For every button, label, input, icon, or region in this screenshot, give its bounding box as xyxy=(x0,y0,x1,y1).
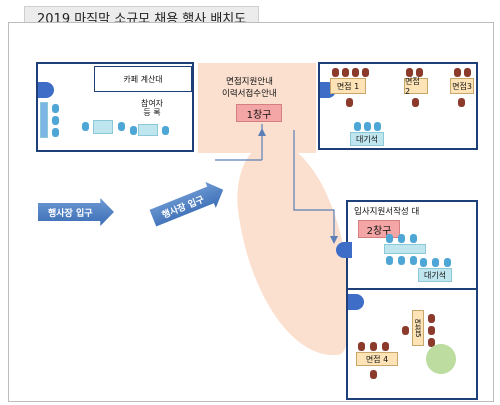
chair xyxy=(342,68,349,77)
register-label: 참여자 등 록 xyxy=(140,99,164,117)
chair xyxy=(362,68,369,77)
chair xyxy=(364,122,371,131)
cafe-door xyxy=(38,82,54,98)
interview-1-table: 면접 1 xyxy=(330,78,366,94)
chair xyxy=(346,98,353,107)
chair xyxy=(428,326,435,335)
cafe-bench xyxy=(40,102,48,138)
chair xyxy=(428,338,435,347)
chair xyxy=(118,122,125,131)
interview-room-b-door xyxy=(348,294,364,310)
chair xyxy=(162,126,169,135)
cafe-room: 카페 계산대 참여자 등 록 xyxy=(36,62,194,152)
guide-label-1: 면접지원안내 xyxy=(226,77,273,87)
waiting-area-1: 대기석 xyxy=(350,132,384,146)
interview-5-table: 면접5 xyxy=(412,310,424,346)
interview-room-a: 면접 1 면접 2 면접3 대기석 xyxy=(318,62,478,150)
chair xyxy=(444,258,451,267)
resume-desk-label: 입사지원서작성 대 xyxy=(354,207,420,217)
cafe-counter: 카페 계산대 xyxy=(94,66,192,92)
chair xyxy=(412,98,419,107)
chair xyxy=(332,68,339,77)
chair xyxy=(52,128,59,137)
chair xyxy=(386,256,393,265)
register-table xyxy=(138,124,158,136)
chair xyxy=(398,256,405,265)
chair xyxy=(82,122,89,131)
chair xyxy=(52,104,59,113)
chair xyxy=(454,68,461,77)
chair xyxy=(374,122,381,131)
chair xyxy=(402,326,409,335)
interview-3-table: 면접3 xyxy=(450,78,474,94)
chair xyxy=(398,234,405,243)
chair xyxy=(410,256,417,265)
cafe-table xyxy=(93,120,113,134)
interview-4-table: 면접 4 xyxy=(356,352,398,366)
resume-room: 입사지원서작성 대 2창구 대기석 면접5 면접 4 xyxy=(336,200,478,400)
chair xyxy=(370,370,377,379)
waiting-area-2: 대기석 xyxy=(418,268,452,282)
chair xyxy=(52,116,59,125)
resume-writing-table xyxy=(384,244,426,254)
chair xyxy=(410,234,417,243)
resume-room-door xyxy=(336,242,352,258)
chair xyxy=(420,258,427,267)
guide-label-2: 이력서접수안내 xyxy=(222,89,277,99)
chair xyxy=(428,314,435,323)
chair xyxy=(130,126,137,135)
chair xyxy=(432,258,439,267)
chair xyxy=(382,342,389,351)
chair xyxy=(370,342,377,351)
chair xyxy=(354,122,361,131)
chair xyxy=(386,234,393,243)
chair xyxy=(358,342,365,351)
window-1: 1창구 xyxy=(236,104,282,122)
chair xyxy=(458,98,465,107)
chair xyxy=(464,68,471,77)
interview-2-table: 면접 2 xyxy=(404,77,428,96)
chair xyxy=(406,68,413,77)
window-2: 2창구 xyxy=(358,220,400,238)
chair xyxy=(352,68,359,77)
room-divider xyxy=(348,288,476,290)
chair xyxy=(416,68,423,77)
plant-area xyxy=(426,344,456,374)
